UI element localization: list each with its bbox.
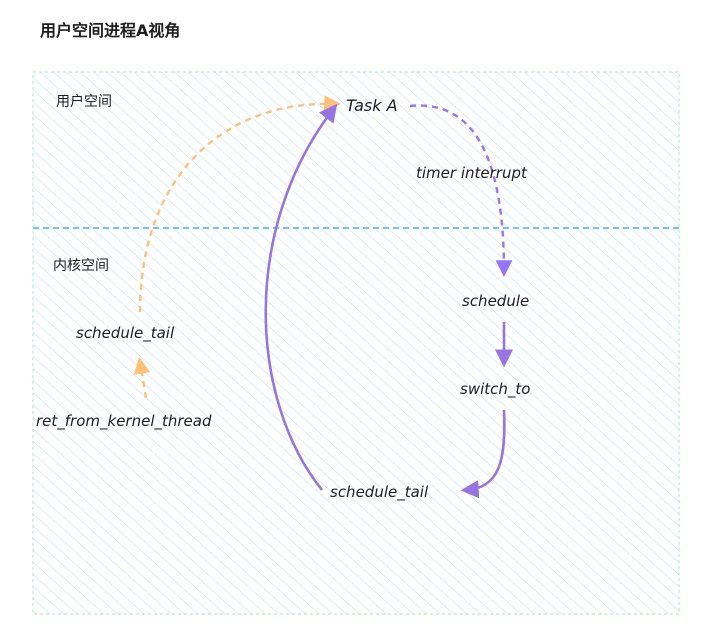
node-schedule-tail-right: schedule_tail xyxy=(330,483,429,502)
arrow-schedule-tail-to-task-a-purple xyxy=(264,103,338,491)
node-switch-to: switch_to xyxy=(460,380,530,399)
arrow-task-a-to-schedule xyxy=(409,104,513,278)
hatched-region xyxy=(33,72,679,614)
node-schedule-tail-left: schedule_tail xyxy=(76,324,175,343)
kernel-space-label: 内核空间 xyxy=(53,258,109,274)
arrow-switch-to-to-schedule-tail xyxy=(460,409,506,499)
node-task-a: Task A xyxy=(346,96,398,115)
node-ret-from-kernel-thread: ret_from_kernel_thread xyxy=(36,412,212,431)
user-space-label: 用户空间 xyxy=(56,93,112,110)
arrow-schedule-tail-to-task-a xyxy=(138,95,342,313)
label-timer-interrupt: timer interrupt xyxy=(416,164,528,182)
diagram-title: 用户空间进程A视角 xyxy=(40,21,180,40)
node-schedule: schedule xyxy=(462,292,529,310)
